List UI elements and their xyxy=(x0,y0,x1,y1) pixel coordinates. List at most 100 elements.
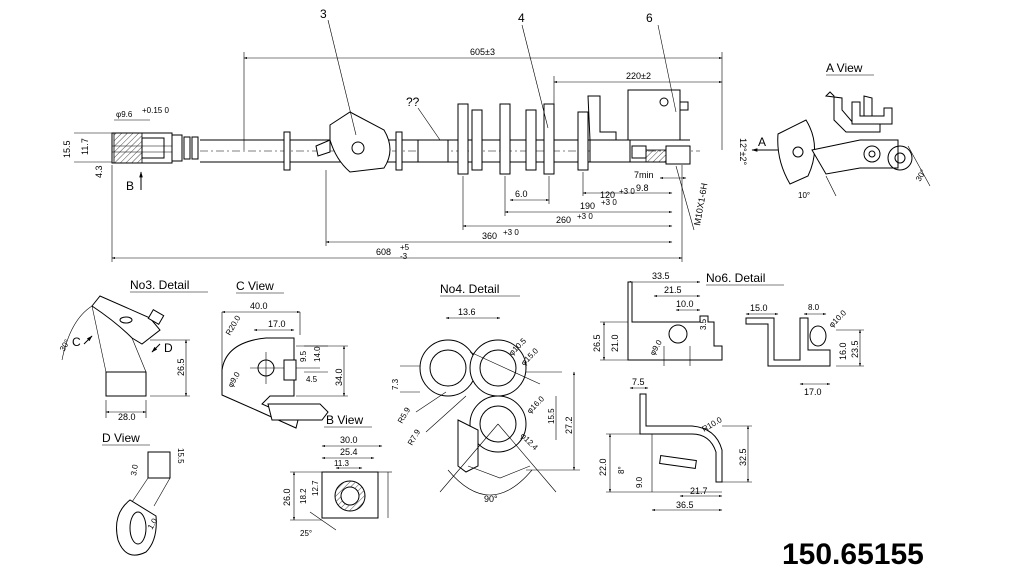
no6-label: No6. Detail xyxy=(706,271,765,285)
b-view-w11-3: 11.3 xyxy=(334,459,350,468)
c-view-h14: 14.0 xyxy=(313,346,322,362)
dim-260: 260 xyxy=(556,215,571,225)
dim-7min: 7min xyxy=(634,170,654,180)
dim-605: 605±3 xyxy=(470,47,495,57)
dia-end: φ9.6 xyxy=(116,110,133,119)
no6-h23-5: 23.5 xyxy=(850,340,860,358)
no6-h32-5: 32.5 xyxy=(738,448,748,466)
dim-11-7: 11.7 xyxy=(80,138,90,155)
no6-w8: 8.0 xyxy=(808,303,820,312)
thread-spec: M10X1-6H xyxy=(692,182,709,226)
svg-text:+0.15 0: +0.15 0 xyxy=(142,106,169,115)
angle-12: 12°±2° xyxy=(738,138,748,166)
no4-detail: No4. Detail 13.6 90° φ10.5 φ15.0 φ16.0 φ… xyxy=(391,282,580,504)
callout-4: 4 xyxy=(518,11,525,25)
dim-220: 220±2 xyxy=(626,71,651,81)
no4-label: No4. Detail xyxy=(440,282,499,296)
svg-text:+5: +5 xyxy=(400,243,410,252)
dim-15-5: 15.5 xyxy=(62,140,72,158)
dim-608: 608 xyxy=(376,247,391,257)
no6-d10: φ10.0 xyxy=(827,308,848,329)
no6-w36-5: 36.5 xyxy=(676,500,694,510)
b-view-h12-7: 12.7 xyxy=(311,480,320,496)
no6-h21: 21.0 xyxy=(610,334,620,352)
dim-9-8: 9.8 xyxy=(636,183,649,193)
no4-d12-4: φ12.4 xyxy=(519,431,540,452)
part-number: 150.65155 xyxy=(782,538,924,571)
no6-w21-5: 21.5 xyxy=(664,285,682,295)
d-view-h15-5: 15.5 xyxy=(176,448,185,464)
svg-text:+3 0: +3 0 xyxy=(503,228,519,237)
callout-6: 6 xyxy=(646,11,653,25)
no3-angle: 30° xyxy=(58,338,72,353)
arrow-a-label: A xyxy=(758,135,766,149)
svg-text:-3: -3 xyxy=(400,252,408,261)
no3-h26-5: 26.5 xyxy=(176,358,186,376)
no6-h22: 22.0 xyxy=(598,458,608,476)
b-view-w30: 30.0 xyxy=(340,435,358,445)
no6-h16: 16.0 xyxy=(838,342,848,360)
svg-text:+3 0: +3 0 xyxy=(577,212,593,221)
no6-a8: 8° xyxy=(617,466,626,474)
c-view-w4-5: 4.5 xyxy=(306,375,318,384)
dim-6: 6.0 xyxy=(515,189,528,199)
a-view-label: A View xyxy=(826,61,863,75)
bracket-6 xyxy=(587,89,689,141)
b-view-w25-4: 25.4 xyxy=(340,447,358,457)
svg-text:+3 0: +3 0 xyxy=(601,198,617,207)
no4-r7-9: R7.9 xyxy=(406,427,423,447)
no6-h3-5: 3.5 xyxy=(699,318,708,330)
a-view-angle-10: 10° xyxy=(798,191,810,200)
no3-detail: No3. Detail 30° C D 26.5 28.0 xyxy=(58,278,208,422)
c-view-label: C View xyxy=(236,279,274,293)
b-view-label: B View xyxy=(326,413,363,427)
c-view-h9-5: 9.5 xyxy=(299,350,308,362)
c-view-r20: R20.0 xyxy=(224,314,243,337)
d-view-label: D View xyxy=(102,431,140,445)
no4-h7-3: 7.3 xyxy=(391,378,400,390)
b-view-h18-2: 18.2 xyxy=(299,488,308,504)
c-view-w17: 17.0 xyxy=(268,319,286,329)
no3-arrow-d: D xyxy=(164,341,173,355)
no6-w10: 10.0 xyxy=(676,299,694,309)
callout-3: 3 xyxy=(320,7,327,21)
no6-w21-7: 21.7 xyxy=(690,486,708,496)
no6-r10: R10.0 xyxy=(701,415,724,434)
b-view-a25: 25° xyxy=(300,529,312,538)
no4-h15-5: 15.5 xyxy=(547,408,556,424)
main-hose-view: 3 4 6 ?? 605±3 220±2 608 +5 -3 360 +3 0 … xyxy=(62,7,778,262)
b-view: B View 30.0 25.4 11.3 26.0 18.2 12.7 25° xyxy=(282,413,392,538)
no4-r5-9: R5.9 xyxy=(396,405,413,425)
b-view-h26: 26.0 xyxy=(282,488,292,506)
c-view-w40: 40.0 xyxy=(250,301,268,311)
no4-d16: φ16.0 xyxy=(525,394,546,415)
a-view: A View 10° 30° xyxy=(777,61,931,200)
no4-a90: 90° xyxy=(484,494,498,504)
d-view: D View 3.0 15.5 1.0 xyxy=(102,431,185,556)
no6-w7-5: 7.5 xyxy=(632,377,645,387)
c-view: C View 40.0 17.0 R20.0 φ9.0 9.5 14.0 4.5… xyxy=(221,279,348,429)
no6-w33-5: 33.5 xyxy=(652,271,670,281)
no3-label: No3. Detail xyxy=(130,278,189,292)
no3-arrow-c: C xyxy=(72,335,81,349)
callout-unknown: ?? xyxy=(406,95,420,109)
dim-120: 120 xyxy=(600,190,615,200)
dim-4-3: 4.3 xyxy=(94,165,104,178)
arrow-b-label: B xyxy=(126,179,134,193)
no6-w17: 17.0 xyxy=(804,387,822,397)
c-view-h34: 34.0 xyxy=(334,368,344,386)
hose-clips xyxy=(283,103,589,175)
no4-d15: φ15.0 xyxy=(519,346,540,367)
svg-text:+3 0: +3 0 xyxy=(619,187,635,196)
a-view-angle-30: 30° xyxy=(914,168,928,183)
no3-w28: 28.0 xyxy=(118,412,136,422)
dim-190: 190 xyxy=(580,201,595,211)
no4-w13-6: 13.6 xyxy=(458,307,476,317)
no6-w15: 15.0 xyxy=(750,303,768,313)
bracket-3 xyxy=(315,111,391,173)
no6-detail: No6. Detail 33.5 21.5 10.0 φ9.0 3.5 26.5… xyxy=(592,271,864,512)
no6-h26-5: 26.5 xyxy=(592,334,602,352)
no6-h9: 9.0 xyxy=(635,476,644,488)
d-view-w3: 3.0 xyxy=(129,463,140,476)
